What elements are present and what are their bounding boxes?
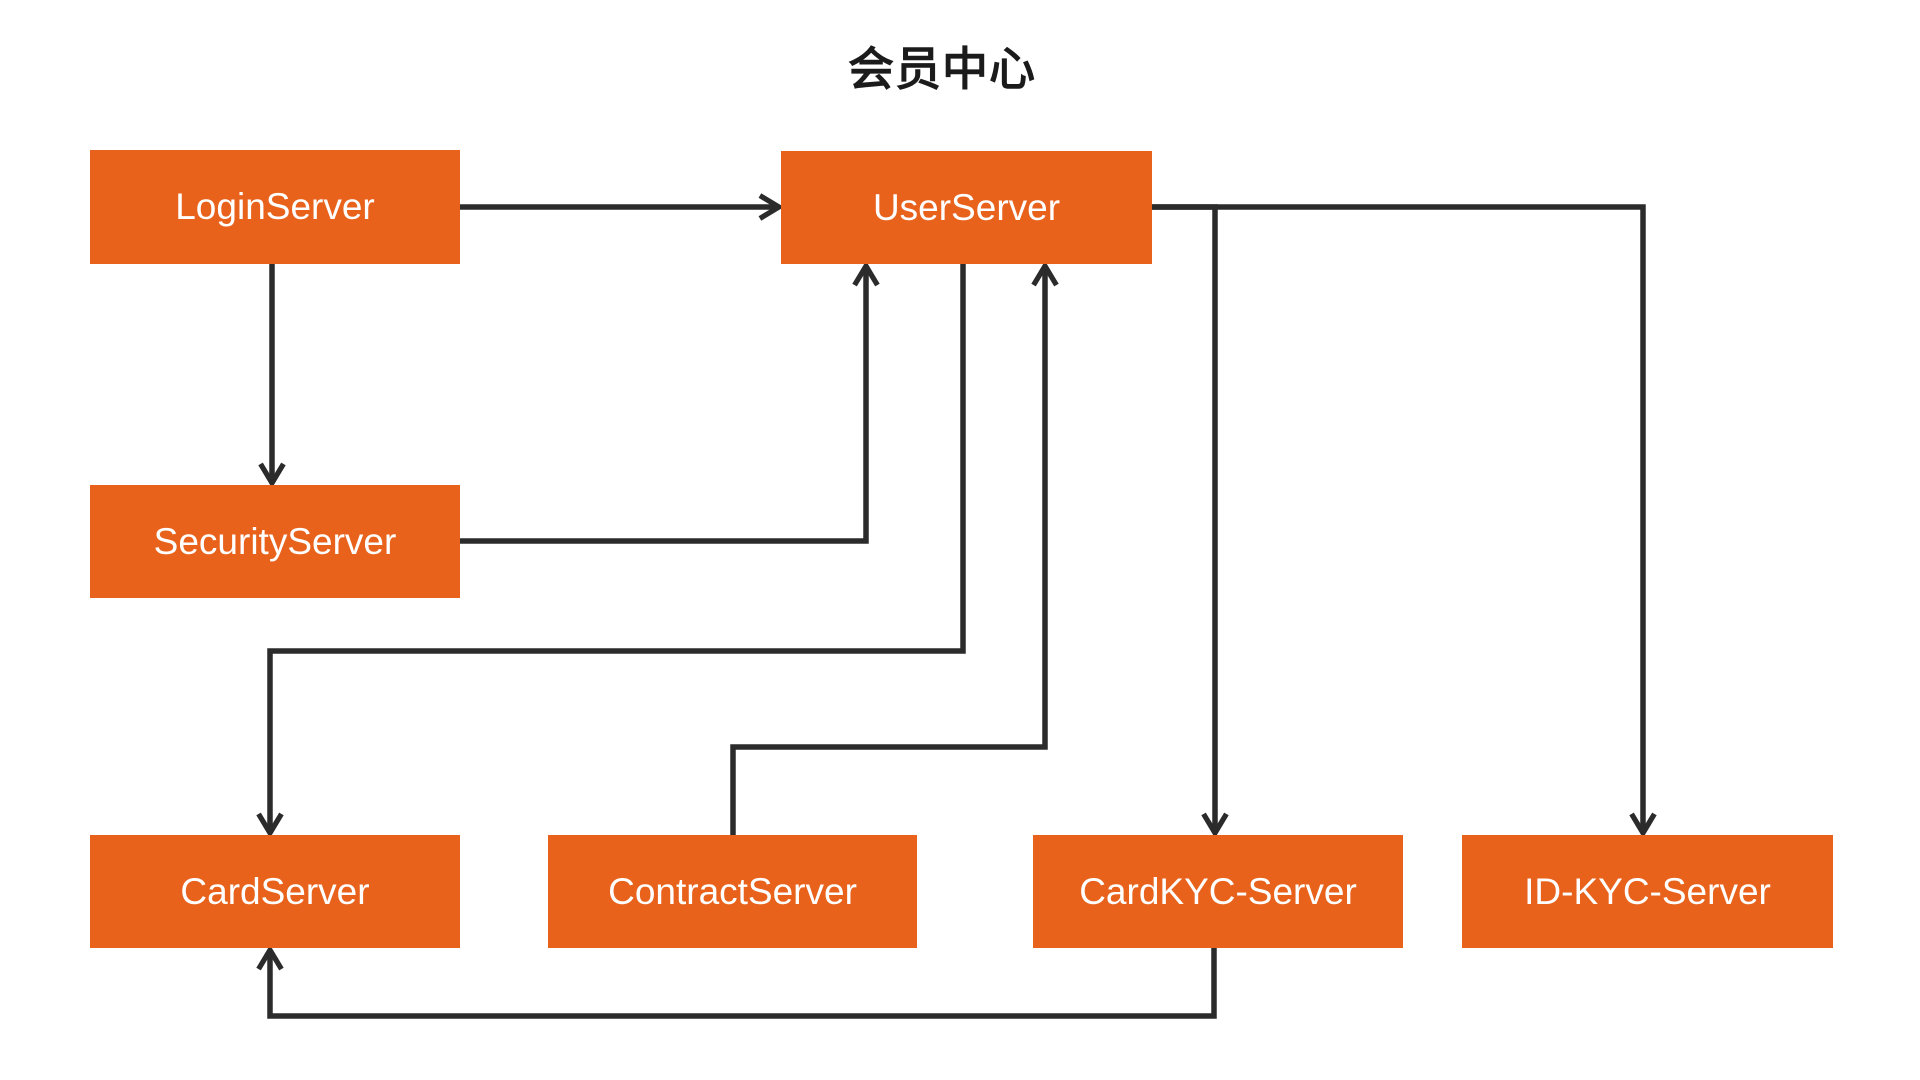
node-idkycserver-label: ID-KYC-Server bbox=[1524, 870, 1771, 912]
node-cardkycserver: CardKYC-Server bbox=[1033, 835, 1403, 948]
node-cardserver: CardServer bbox=[90, 835, 460, 948]
node-cardserver-label: CardServer bbox=[180, 870, 370, 912]
node-loginserver: LoginServer bbox=[90, 150, 460, 264]
node-loginserver-label: LoginServer bbox=[175, 186, 375, 227]
diagram-title: 会员中心 bbox=[848, 43, 1036, 95]
node-contractserver-label: ContractServer bbox=[608, 870, 857, 912]
node-securityserver: SecurityServer bbox=[90, 485, 460, 598]
node-idkycserver: ID-KYC-Server bbox=[1462, 835, 1833, 948]
edge-securityserver-to-userserver bbox=[460, 266, 866, 544]
node-userserver: UserServer bbox=[781, 151, 1152, 264]
edge-cardkycserver-to-cardserver bbox=[270, 948, 1217, 1019]
node-contractserver: ContractServer bbox=[548, 835, 917, 948]
node-cardkycserver-label: CardKYC-Server bbox=[1079, 870, 1357, 912]
edge-userserver-to-idkycserver bbox=[1152, 204, 1643, 833]
edge-userserver-to-cardkycserver bbox=[1152, 204, 1215, 833]
node-userserver-label: UserServer bbox=[872, 186, 1061, 228]
node-securityserver-label: SecurityServer bbox=[153, 520, 397, 562]
edge-contractserver-to-userserver bbox=[730, 266, 1045, 835]
edge-userserver-to-cardserver bbox=[270, 264, 966, 833]
